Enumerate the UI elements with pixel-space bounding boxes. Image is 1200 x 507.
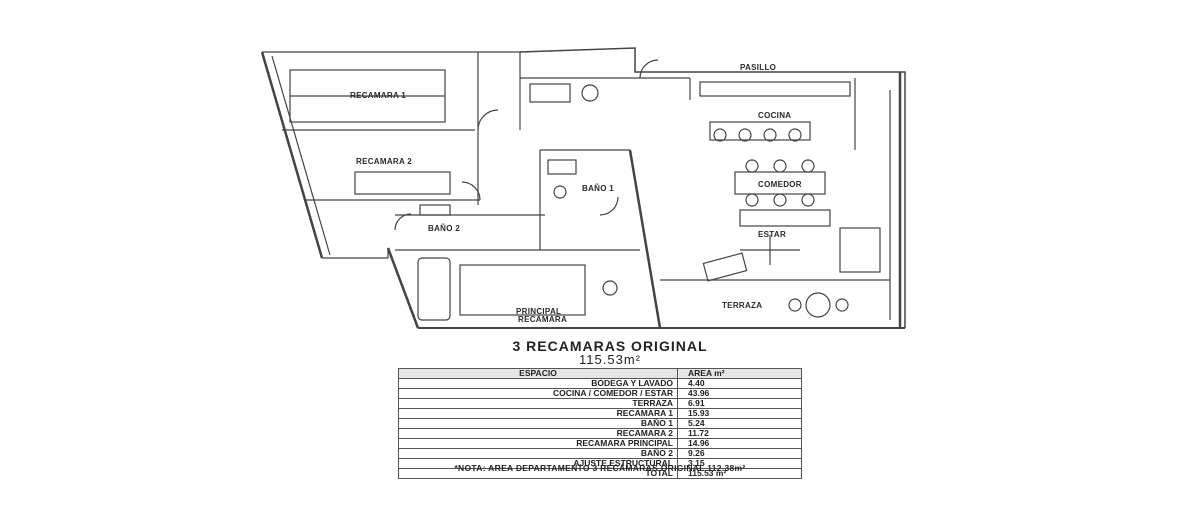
outer-wall-left xyxy=(262,51,521,78)
bed-principal xyxy=(459,264,586,316)
chair-icon xyxy=(801,193,815,207)
wall-living xyxy=(628,149,662,329)
space-name: RECAMARA 2 xyxy=(398,428,678,439)
header-area: AREA m² xyxy=(677,368,802,379)
label-pasillo: PASILLO xyxy=(740,63,776,72)
toilet-icon xyxy=(581,84,599,102)
chair-icon xyxy=(773,193,787,207)
area-table-header: ESPACIO AREA m² xyxy=(398,368,802,379)
terrace-chair xyxy=(835,298,849,312)
outer-wall-right xyxy=(519,47,906,328)
toilet-icon xyxy=(602,280,618,296)
armchair xyxy=(839,227,881,273)
space-area: 4.40 xyxy=(677,378,802,389)
area-note: *NOTA: AREA DEPARTAMENTO 3 RECÁMARAS ORI… xyxy=(454,463,746,473)
space-name: COCINA / COMEDOR / ESTAR xyxy=(398,388,678,399)
laundry-fixture xyxy=(529,83,571,103)
chair-icon xyxy=(801,159,815,173)
terrace-table xyxy=(805,292,831,318)
space-name: BODEGA Y LAVADO xyxy=(398,378,678,389)
label-comedor: COMEDOR xyxy=(758,180,802,189)
slanted-wall-inner xyxy=(271,55,331,256)
sink-icon xyxy=(547,159,577,175)
wall-step xyxy=(322,248,389,259)
space-area: 11.72 xyxy=(677,428,802,439)
space-name: RECAMARA PRINCIPAL xyxy=(398,438,678,449)
label-bano-1: BAÑO 1 xyxy=(582,184,614,193)
label-recamara-2: RECAMARA 2 xyxy=(356,157,412,166)
bathtub xyxy=(417,257,451,321)
label-principal: PRINCIPAL xyxy=(516,307,561,316)
plan-area-subtitle: 115.53m² xyxy=(579,352,641,367)
label-recamara-1: RECAMARA 1 xyxy=(350,91,406,100)
plan-title: 3 RECAMARAS ORIGINAL xyxy=(512,338,708,354)
label-estar: ESTAR xyxy=(758,230,786,239)
door-swing xyxy=(599,196,619,216)
slanted-wall-outer xyxy=(260,51,324,259)
door-swing xyxy=(477,109,499,131)
space-area: 6.91 xyxy=(677,398,802,409)
sofa xyxy=(739,209,831,227)
stool-icon xyxy=(738,128,752,142)
space-name: TERRAZA xyxy=(398,398,678,409)
coffee-table xyxy=(702,252,748,282)
chair-icon xyxy=(745,159,759,173)
kitchen-counter xyxy=(699,81,851,97)
stool-icon xyxy=(763,128,777,142)
label-bano-2: BAÑO 2 xyxy=(428,224,460,233)
stool-icon xyxy=(713,128,727,142)
total-area: 115.53 m² xyxy=(677,468,802,479)
door-swing xyxy=(639,59,659,79)
space-area: 14.96 xyxy=(677,438,802,449)
space-area: 5.24 xyxy=(677,418,802,429)
door-swing xyxy=(394,213,412,231)
header-espacio: ESPACIO xyxy=(398,368,678,379)
sink-icon xyxy=(419,204,451,216)
space-name: RECAMARA 1 xyxy=(398,408,678,419)
space-area: 15.93 xyxy=(677,408,802,419)
toilet-icon xyxy=(553,185,567,199)
label-terraza: TERRAZA xyxy=(722,301,762,310)
slanted-wall-lower xyxy=(386,247,420,329)
bed-recamara-2 xyxy=(354,171,451,195)
kitchen-island xyxy=(709,121,811,141)
space-area: 43.96 xyxy=(677,388,802,399)
space-name: BAÑO 2 xyxy=(398,448,678,459)
terrace-chair xyxy=(788,298,802,312)
stool-icon xyxy=(788,128,802,142)
space-name: BAÑO 1 xyxy=(398,418,678,429)
label-cocina: COCINA xyxy=(758,111,791,120)
label-recamara-principal: RECAMARA xyxy=(518,315,567,324)
space-area: 9.26 xyxy=(677,448,802,459)
floor-plan: PASILLO RECAMARA 1 RECAMARA 2 COCINA COM… xyxy=(260,47,906,329)
door-swing xyxy=(461,181,481,201)
chair-icon xyxy=(773,159,787,173)
chair-icon xyxy=(745,193,759,207)
